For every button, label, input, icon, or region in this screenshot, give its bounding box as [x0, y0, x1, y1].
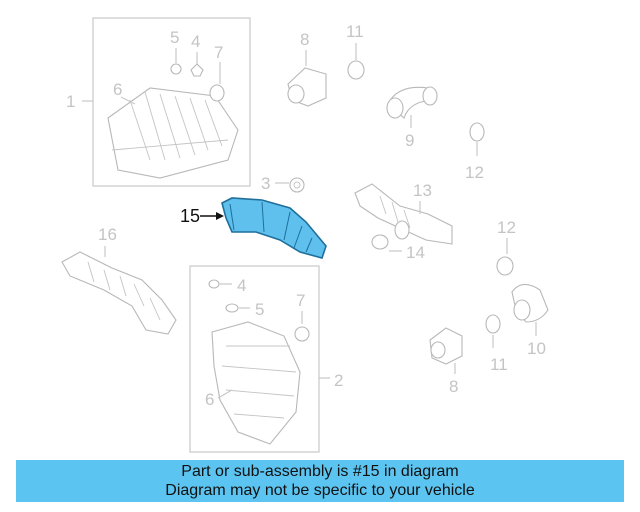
- callout-12-top: 12: [465, 163, 484, 182]
- duct-13-ribs: [379, 195, 411, 229]
- part-8-bottom-group: 8: [429, 327, 463, 396]
- info-banner: Part or sub-assembly is #15 in diagram D…: [16, 460, 624, 502]
- part-16-group: 16: [61, 225, 177, 335]
- lower-air-box: [211, 321, 301, 445]
- callout-13: 13: [413, 181, 432, 200]
- air-intake-duct-15[interactable]: [221, 197, 327, 259]
- grommet-3: [289, 177, 305, 193]
- leader-6-lower: [217, 389, 233, 399]
- part-3-group: 3: [261, 174, 305, 193]
- duct-16: [61, 251, 177, 335]
- upper-air-box-seam: [111, 139, 229, 151]
- callout-15: 15: [180, 206, 200, 226]
- part-11-bottom-group: 11: [485, 314, 508, 374]
- part-12-mid-group: 12: [496, 218, 516, 276]
- callout-7-lower: 7: [296, 291, 305, 310]
- callout-10: 10: [527, 339, 546, 358]
- part-15-group[interactable]: 15: [180, 197, 327, 259]
- leader-15-arrow-icon: [216, 212, 224, 220]
- duct-13-port: [394, 220, 410, 240]
- callout-11-top: 11: [346, 22, 364, 41]
- lower-air-cleaner-group: 2 4 5 7 6: [189, 265, 343, 453]
- air-intake-duct-15-details: [229, 201, 313, 253]
- callout-16: 16: [98, 225, 117, 244]
- callout-1: 1: [66, 92, 75, 111]
- clamp-12-mid: [496, 256, 514, 276]
- callout-12-mid: 12: [497, 218, 516, 237]
- banner-line-2: Diagram may not be specific to your vehi…: [165, 482, 475, 499]
- upper-air-box-ribs: [129, 91, 223, 161]
- part-8-top-group: 8: [287, 30, 327, 107]
- grommet-3-center: [293, 181, 301, 189]
- sensor-8-top-port: [287, 84, 305, 104]
- callout-2: 2: [334, 371, 343, 390]
- elbow-9-end-a: [386, 97, 404, 119]
- clip-4-upper: [190, 63, 204, 77]
- clamp-14: [371, 234, 389, 250]
- elbow-9-end-b: [422, 86, 438, 106]
- callout-6-lower: 6: [205, 390, 214, 409]
- part-10-group: 10: [511, 283, 549, 358]
- lower-assembly-box: [189, 265, 320, 453]
- callout-5-upper: 5: [170, 28, 179, 47]
- o-ring-7-lower: [294, 326, 310, 342]
- callout-8-top: 8: [300, 30, 309, 49]
- part-9-group: 9: [386, 86, 438, 150]
- part-12-top-group: 12: [465, 122, 485, 182]
- leader-6-upper: [120, 96, 136, 105]
- upper-assembly-box: [92, 17, 251, 187]
- callout-6-upper: 6: [113, 80, 122, 99]
- clip-4-lower: [208, 279, 220, 289]
- callout-5-lower: 5: [255, 300, 264, 319]
- part-11-top-group: 11: [346, 22, 365, 80]
- callout-11-bottom: 11: [490, 355, 508, 374]
- sensor-8-bottom-port: [430, 341, 446, 359]
- lower-air-box-ribs: [221, 345, 297, 419]
- upper-air-box: [107, 87, 239, 179]
- callout-14: 14: [406, 243, 425, 262]
- callout-9: 9: [405, 131, 414, 150]
- callout-4-upper: 4: [191, 32, 200, 51]
- grommet-5-upper: [170, 63, 182, 75]
- callout-7-upper: 7: [214, 43, 223, 62]
- part-13-group: 13 14: [354, 181, 453, 262]
- parts-diagram: 1 6 5 4 7 3 8 11: [61, 17, 549, 453]
- callout-8-bottom: 8: [449, 377, 458, 396]
- banner-line-1: Part or sub-assembly is #15 in diagram: [181, 463, 459, 480]
- duct-13: [354, 183, 453, 245]
- callout-4-lower: 4: [237, 276, 246, 295]
- callout-3: 3: [261, 174, 270, 193]
- duct-16-ribs: [87, 261, 161, 321]
- elbow-10-end: [513, 299, 531, 321]
- clamp-11-top: [347, 60, 365, 80]
- clamp-12-top: [469, 122, 485, 142]
- upper-air-cleaner-group: 1 6 5 4 7: [66, 17, 251, 187]
- grommet-5-lower: [225, 303, 239, 313]
- clamp-11-bottom: [485, 314, 501, 334]
- o-ring-7-upper: [209, 84, 225, 102]
